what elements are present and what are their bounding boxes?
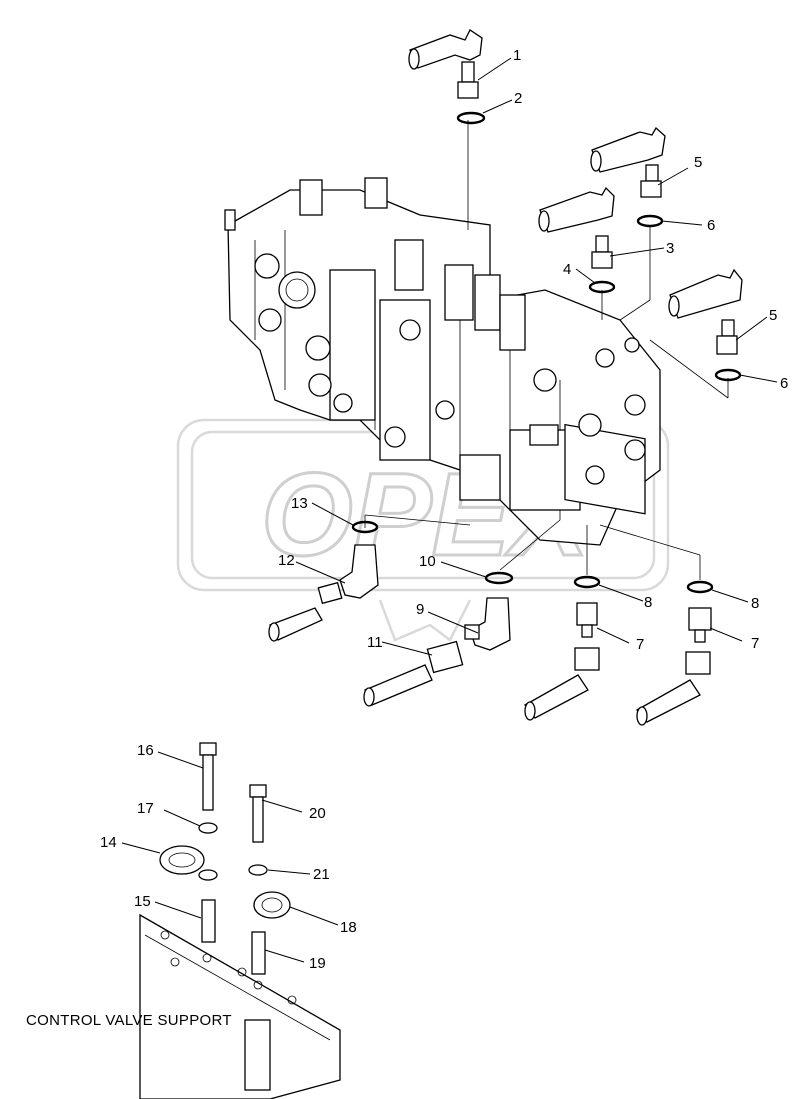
bolt-20	[249, 784, 267, 843]
mount-14	[159, 845, 218, 881]
callout-10: 10	[419, 553, 436, 570]
callout-labels: 1 2 3 4 5 6 5 6 7 8 7 8 9 10 11 12 13 14…	[100, 47, 788, 972]
callout-19: 19	[309, 955, 326, 972]
callout-3: 3	[666, 240, 674, 257]
callout-5b: 5	[769, 307, 777, 324]
mount-18	[253, 891, 291, 919]
o-ring-8-left	[573, 575, 601, 589]
bolt-16	[199, 742, 217, 811]
fitting-7-left	[524, 602, 600, 721]
o-ring-13	[351, 520, 379, 534]
diagram-caption: CONTROL VALVE SUPPORT	[26, 1012, 232, 1029]
callout-21: 21	[313, 866, 330, 883]
fitting-5-upper	[590, 126, 666, 198]
callout-7a: 7	[636, 636, 644, 653]
spacer-19	[251, 931, 266, 975]
callout-13: 13	[291, 495, 308, 512]
callout-7b: 7	[751, 635, 759, 652]
assembly-guide-lines	[364, 120, 729, 580]
callout-15: 15	[134, 893, 151, 910]
o-ring-6-upper	[636, 214, 664, 228]
washer-21	[248, 864, 268, 876]
callout-17: 17	[137, 800, 154, 817]
callout-11: 11	[367, 634, 383, 651]
callout-18: 18	[340, 919, 357, 936]
o-ring-4	[588, 280, 616, 294]
callout-1: 1	[513, 47, 521, 64]
callout-9: 9	[416, 601, 424, 618]
callout-12: 12	[278, 552, 295, 569]
fitting-7-right	[636, 607, 712, 726]
adapter-11	[363, 640, 464, 707]
control-valve-assembly	[224, 177, 661, 546]
washer-17	[198, 822, 218, 834]
elbow-12	[268, 544, 379, 642]
callout-6a: 6	[707, 217, 715, 234]
fitting-3	[538, 186, 615, 269]
o-ring-10	[484, 571, 514, 585]
callout-leaders	[121, 57, 778, 963]
o-ring-2	[456, 111, 486, 125]
callout-16: 16	[137, 742, 154, 759]
elbow-9	[464, 597, 511, 651]
callout-2: 2	[514, 90, 522, 107]
callout-14: 14	[100, 834, 117, 851]
callout-8b: 8	[751, 595, 759, 612]
callout-6b: 6	[780, 375, 788, 392]
callout-20: 20	[309, 805, 326, 822]
fitting-1	[408, 29, 483, 99]
spacer-15	[201, 899, 216, 943]
support-frame	[139, 913, 341, 1099]
fitting-5-lower	[668, 268, 743, 355]
callout-5a: 5	[694, 154, 702, 171]
callout-4: 4	[563, 261, 571, 278]
callout-8a: 8	[644, 594, 652, 611]
o-ring-8-right	[686, 580, 714, 594]
